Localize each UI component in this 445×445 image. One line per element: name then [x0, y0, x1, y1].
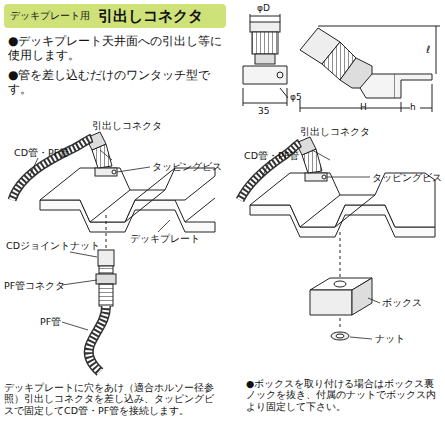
part-name: CD管・PF管 [14, 147, 69, 158]
dimension: φD [257, 3, 270, 14]
part-name: ナット [375, 333, 405, 344]
instruction-note: デッキプレートに穴をあけ（適合ホルソー径参照）引出しコネクタを差し込み、タッピン… [4, 382, 216, 416]
part-name: デッキプレート [130, 233, 200, 244]
part-name: CDジョイントナット [6, 240, 100, 251]
product-title: 引出しコネクタ [98, 7, 203, 25]
bullet-note: ●デッキプレート天井面への引出し等に使用します。 [8, 34, 223, 63]
dimension: H [360, 102, 367, 113]
dimension: ℓ [426, 44, 430, 56]
bullet-note: ●管を差し込むだけのワンタッチ型です。 [8, 68, 223, 97]
part-name: PF管コネクタ [4, 280, 65, 291]
part-name: 引出しコネクタ [300, 126, 370, 137]
part-name: CD管・PF管 [244, 150, 299, 161]
dimension: h [410, 102, 416, 113]
dimension: φ5 [290, 92, 302, 103]
subtitle: デッキプレート用 [10, 10, 90, 21]
part-name: タッピングビス [372, 172, 442, 183]
part-name: ボックス [382, 297, 422, 308]
header-band [4, 4, 226, 28]
part-name: タッピングビス [152, 161, 222, 172]
part-name: PF管 [40, 316, 61, 327]
dimension: 35 [258, 106, 269, 117]
instruction-note: ●ボックスを取り付ける場合はボックス裏ノックを抜き、付属のナットでボックス内より… [246, 378, 441, 412]
part-name: 引出しコネクタ [92, 120, 162, 131]
